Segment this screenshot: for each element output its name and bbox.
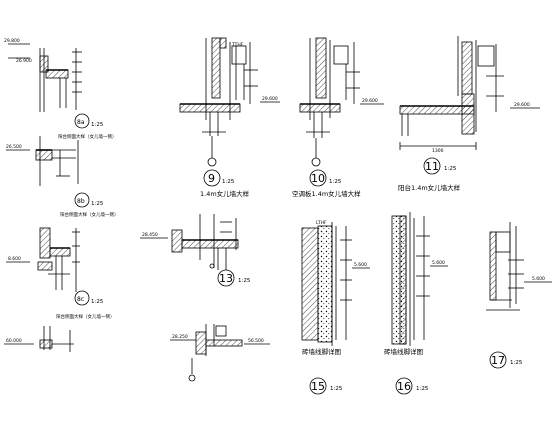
level-label: 29.800 <box>4 38 20 44</box>
detail-8b: 26.500 8b 1:25 阳台侧面大样（女儿墙一侧） <box>6 136 119 218</box>
detail-number: 8b <box>77 198 85 205</box>
detail-number: 9 <box>208 172 215 185</box>
detail-number: 11 <box>425 160 439 173</box>
level-label: 60.000 <box>6 338 22 344</box>
level-label: 28.450 <box>142 232 158 238</box>
detail-caption: 空调板1.4m女儿墙大样 <box>292 189 361 198</box>
detail-scale: 1:25 <box>91 299 104 305</box>
detail-caption: 阳台侧面大样（女儿墙一侧） <box>60 211 119 218</box>
detail-scale: 1:25 <box>329 179 342 185</box>
level-label: 29.600 <box>514 102 530 108</box>
detail-caption: 阳台侧面大样（女儿墙一侧） <box>58 133 117 140</box>
detail-number: 16 <box>397 380 411 393</box>
detail-17: 5.600 17 1:25 <box>486 222 552 369</box>
detail-number: 15 <box>311 380 325 393</box>
detail-number: 8a <box>77 119 85 126</box>
detail-caption: 阳台1.4m女儿墙大样 <box>398 183 461 192</box>
detail-scale: 1:25 <box>91 122 104 128</box>
detail-13: 28.450 13 1:25 28.250 56.500 <box>140 214 270 382</box>
level-label: 26.900 <box>16 58 32 64</box>
detail-9: TTHF 29.600 9 1:25 1.4m女儿墙大样 <box>179 37 280 198</box>
detail-caption: 1.4m女儿墙大样 <box>200 189 250 198</box>
level-label: 28.250 <box>172 334 188 340</box>
dim-1300: 1300 <box>432 148 444 154</box>
detail-15: LTHF 5.600 砖墙线脚详图 15 1:25 <box>301 220 370 395</box>
detail-16: 5.600 砖墙线脚详图 16 1:25 <box>384 212 448 395</box>
detail-11: 29.600 1300 11 1:25 阳台1.4m女儿墙大样 <box>398 36 540 192</box>
detail-scale: 1:25 <box>444 166 457 172</box>
level-label: 5.600 <box>354 262 367 268</box>
detail-number: 10 <box>311 172 325 185</box>
level-label: 8.600 <box>8 256 21 262</box>
detail-10: 29.600 10 1:25 空调板1.4m女儿墙大样 <box>292 37 384 198</box>
level-label: 5.600 <box>432 260 445 266</box>
dim-text: TTHF <box>231 42 244 48</box>
detail-number: 13 <box>219 272 233 285</box>
detail-scale: 1:25 <box>510 360 523 366</box>
detail-number: 8c <box>77 296 84 303</box>
detail-bottom-left: 60.000 <box>4 326 74 352</box>
dim-text: LTHF <box>316 220 327 226</box>
detail-caption: 阳台侧面大样（女儿墙一侧） <box>56 313 115 320</box>
detail-scale: 1:25 <box>330 386 343 392</box>
detail-8c: 8.600 8c 1:25 阳台侧面大样（女儿墙一侧） <box>6 227 115 320</box>
level-label: 5.600 <box>532 276 545 282</box>
detail-scale: 1:25 <box>91 201 104 207</box>
level-label: 26.500 <box>6 144 22 150</box>
detail-scale: 1:25 <box>222 179 235 185</box>
detail-8a: 29.800 26.900 8a 1:25 阳台侧面大样（女儿墙一侧） <box>4 38 117 140</box>
level-label: 56.500 <box>248 338 264 344</box>
level-label: 29.600 <box>262 96 278 102</box>
detail-caption: 砖墙线脚详图 <box>302 347 341 356</box>
detail-scale: 1:25 <box>416 386 429 392</box>
level-label: 29.600 <box>362 98 378 104</box>
detail-number: 17 <box>491 354 505 367</box>
detail-caption: 砖墙线脚详图 <box>384 347 423 356</box>
detail-scale: 1:25 <box>238 278 251 284</box>
